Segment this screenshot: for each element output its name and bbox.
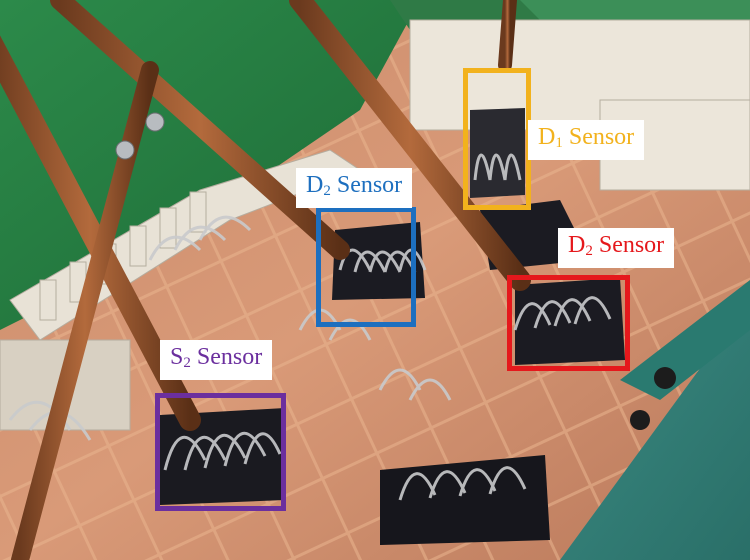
d2-red-subscript: 2	[585, 243, 593, 259]
d1-sensor-highlight-box	[463, 68, 531, 210]
d2-red-word: Sensor	[598, 232, 665, 258]
d2-blue-word: Sensor	[336, 172, 403, 198]
s2-letter: S	[170, 344, 184, 370]
d2-red-sensor-highlight-box	[507, 275, 630, 371]
d1-sensor-label: D1 Sensor	[528, 120, 645, 160]
s2-subscript: 2	[183, 355, 191, 371]
d2-blue-sensor-highlight-box	[316, 207, 416, 327]
d1-subscript: 1	[555, 135, 563, 151]
d1-word: Sensor	[568, 124, 635, 150]
s2-word: Sensor	[196, 344, 263, 370]
d1-letter: D	[538, 124, 556, 150]
d2-red-sensor-label: D2 Sensor	[558, 228, 675, 268]
d2-blue-letter: D	[306, 172, 324, 198]
d2-blue-subscript: 2	[323, 183, 331, 199]
d2-blue-sensor-label: D2 Sensor	[296, 168, 413, 208]
d2-red-letter: D	[568, 232, 586, 258]
s2-sensor-label: S2 Sensor	[160, 340, 273, 380]
s2-sensor-highlight-box	[155, 393, 286, 511]
